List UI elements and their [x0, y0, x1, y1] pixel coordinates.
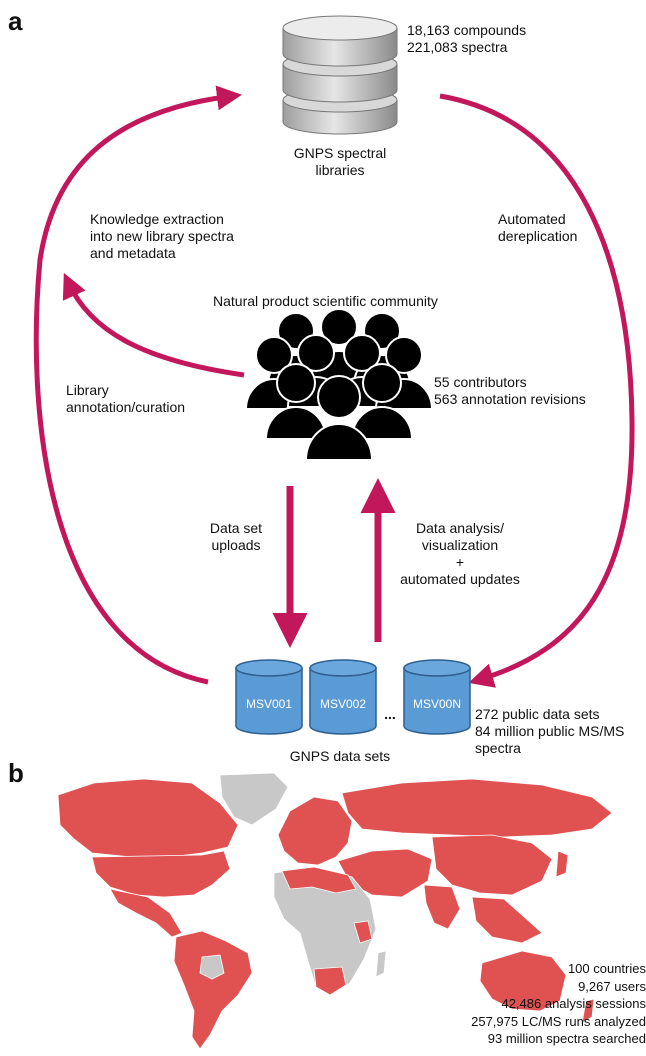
data-analysis-text: Data analysis/ visualization + automated…: [392, 520, 528, 588]
arrow-datasets-to-libraries: [33, 85, 242, 685]
text-line: into new library spectra: [90, 228, 234, 244]
region-south-america-gray: [199, 954, 225, 980]
region-africa: [273, 866, 377, 996]
library-stats: 18,163 compounds 221,083 spectra: [407, 22, 526, 56]
cylinder-msv002: [309, 667, 377, 735]
dataset-label-msv001: MSV001: [245, 697, 293, 711]
library-title: GNPS spectral libraries: [260, 145, 420, 179]
countries-stat: 100 countries: [567, 961, 646, 976]
region-australia: [479, 950, 567, 1012]
text-line: +: [455, 554, 465, 570]
database-server-icon: [282, 15, 398, 135]
panel-a-label: a: [8, 6, 23, 36]
region-madagascar: [375, 950, 387, 978]
users-stat: 9,267 users: [578, 978, 646, 994]
region-greenland: [219, 773, 289, 826]
region-east-africa: [353, 920, 373, 944]
text-line: uploads: [211, 537, 261, 553]
text-line: Automated: [498, 211, 566, 227]
arrow-libraries-to-datasets: [439, 93, 635, 688]
panel-b-label: b: [8, 758, 24, 788]
region-south-america: [173, 930, 253, 1050]
region-north-america-north: [57, 778, 239, 858]
region-japan: [555, 850, 569, 878]
sessions-stat: 42,486 analysis sessions: [501, 996, 646, 1011]
text-line: Library: [66, 382, 109, 398]
text-line: and metadata: [90, 245, 176, 261]
world-map: [57, 773, 613, 1050]
text-line: Data set: [209, 520, 263, 536]
region-north-africa: [281, 866, 357, 894]
knowledge-extraction-text: Knowledge extraction into new library sp…: [90, 211, 234, 262]
runs-stat: 257,975 LC/MS runs analyzed: [471, 1013, 646, 1029]
public-datasets-stat: 272 public data sets: [475, 706, 600, 722]
library-spectra: 221,083 spectra: [407, 39, 508, 55]
datasets-title: GNPS data sets: [289, 748, 391, 764]
dataset-label-msv00n: MSV00N: [412, 697, 462, 711]
dataset-ellipsis: ...: [384, 706, 396, 722]
dataset-label-msv002: MSV002: [319, 697, 367, 711]
library-title-line: GNPS spectral: [293, 145, 387, 161]
library-curation-text: Library annotation/curation: [66, 382, 185, 416]
region-usa: [91, 850, 231, 898]
cycle-arrows: [33, 85, 635, 688]
revisions-stat: 563 annotation revisions: [434, 391, 586, 407]
contributors-stat: 55 contributors: [434, 374, 527, 390]
region-south-africa: [313, 966, 347, 996]
cylinder-msv001: [235, 667, 303, 735]
region-southeast-asia: [471, 896, 543, 944]
dataset-uploads-text: Data set uploads: [196, 520, 276, 554]
library-title-line: libraries: [315, 162, 365, 178]
arrow-community-to-extraction: [62, 272, 245, 378]
text-line: visualization: [421, 537, 499, 553]
dataset-stats: 272 public data sets 84 million public M…: [475, 706, 624, 757]
public-spectra-stat-cont: spectra: [475, 740, 521, 756]
text-line: Data analysis/: [416, 520, 504, 536]
community-title: Natural product scientific community: [213, 293, 438, 309]
people-group-icon: [244, 308, 434, 460]
usage-stats: 100 countries 9,267 users 42,486 analysi…: [380, 960, 646, 1048]
community-stats: 55 contributors 563 annotation revisions: [434, 374, 586, 408]
dataset-cylinders: [235, 659, 471, 735]
region-east-asia: [431, 834, 553, 896]
automated-dereplication-text: Automated dereplication: [498, 211, 577, 245]
text-line: automated updates: [400, 571, 520, 587]
spectra-searched-stat: 93 million spectra searched: [487, 1031, 646, 1046]
region-central-america: [109, 888, 183, 938]
text-line: Knowledge extraction: [90, 211, 224, 227]
region-south-asia: [423, 884, 461, 930]
text-line: dereplication: [498, 228, 578, 244]
library-compounds: 18,163 compounds: [407, 22, 527, 38]
region-europe: [277, 796, 353, 866]
text-line: annotation/curation: [66, 399, 186, 415]
region-russia: [341, 778, 613, 838]
cylinder-msv00n: [403, 667, 471, 735]
region-new-zealand: [581, 998, 595, 1024]
public-spectra-stat: 84 million public MS/MS: [475, 723, 625, 739]
